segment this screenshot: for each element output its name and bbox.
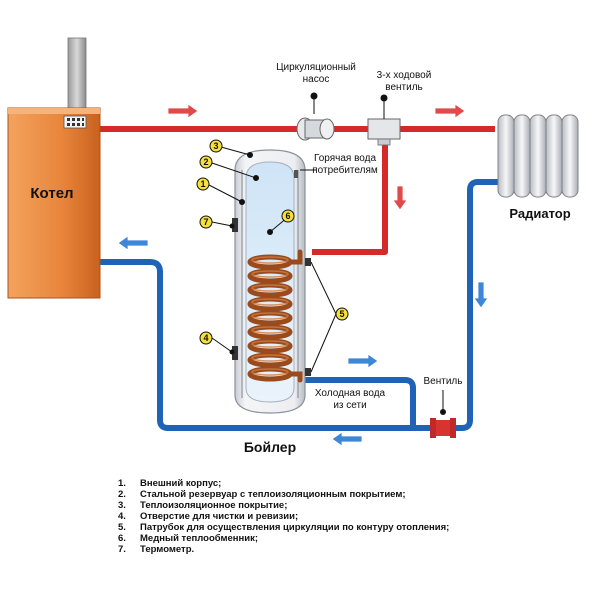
three-way-valve (367, 94, 401, 146)
callout-dots (229, 152, 273, 355)
callout-5: 5 (339, 309, 344, 319)
radiator-label: Радиатор (509, 206, 570, 221)
radiator (497, 114, 579, 198)
callout-2: 2 (203, 157, 208, 167)
tank-label: Бойлер (244, 439, 296, 455)
boiler-label: Котел (30, 185, 73, 202)
valve3-label-line2: вентиль (385, 82, 423, 93)
callout-6: 6 (285, 211, 290, 221)
control-panel (63, 115, 87, 129)
flow-arrows-hot (167, 103, 466, 211)
legend-item: 3.Теплоизоляционное покрытие; (118, 500, 288, 511)
legend-item: 6.Медный теплообменник; (118, 533, 259, 544)
pump-label-line1: Циркуляционный (276, 62, 356, 73)
inspection-hatch (232, 346, 238, 360)
hot-water-label-line1: Горячая вода (314, 153, 377, 164)
callout-lines (208, 146, 337, 373)
hot-water-label-line2: потребителям (312, 164, 378, 176)
callout-3: 3 (213, 141, 218, 151)
cold-water-label-line2: из сети (333, 400, 366, 411)
legend-item: 5.Патрубок для осуществления циркуляции … (118, 522, 450, 533)
circulation-pump (296, 92, 335, 141)
legend-list: 1.Внешний корпус; 2.Стальной резервуар с… (118, 478, 588, 555)
flow-arrows-cold (117, 235, 489, 447)
callout-1: 1 (200, 179, 205, 189)
legend-item: 4.Отверстие для чистки и ревизии; (118, 511, 299, 522)
boiler-unit: Котел (7, 107, 101, 299)
pump-label-line2: насос (303, 74, 330, 85)
thermometer (232, 218, 238, 232)
chimney (67, 37, 87, 109)
legend-item: 2.Стальной резервуар с теплоизоляционным… (118, 489, 406, 500)
callout-7: 7 (203, 217, 208, 227)
callout-badges: 3 2 1 7 6 4 5 (196, 139, 349, 345)
callout-4: 4 (203, 333, 208, 343)
storage-tank: Бойлер (232, 149, 311, 455)
legend-item: 7.Термометр. (118, 544, 195, 555)
cold-pipes (100, 179, 498, 431)
valve-label: Вентиль (424, 376, 463, 387)
cold-water-label-line1: Холодная вода (315, 388, 386, 399)
valve3-label-line1: 3-х ходовой (377, 70, 432, 81)
shutoff-valve (430, 390, 456, 438)
legend-item: 1.Внешний корпус; (118, 478, 222, 489)
